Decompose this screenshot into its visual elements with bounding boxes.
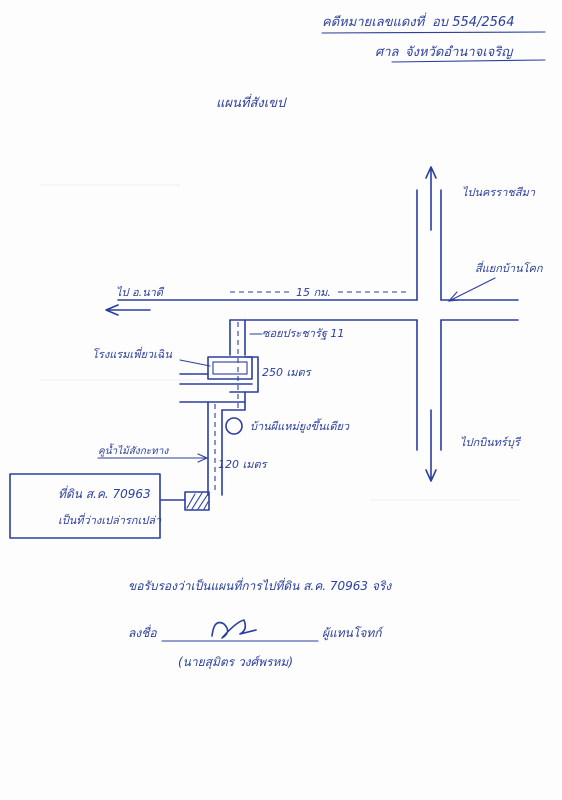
soi-label: ซอยประชารัฐ 11: [262, 327, 344, 340]
intersection-pointer: [447, 277, 496, 302]
road-label-west: ไป อ.นาดี: [116, 286, 165, 299]
handwritten-signature: [211, 619, 257, 639]
canal-label: คูน้ำไม้สังกะทาง: [98, 443, 169, 457]
north-arrow: [425, 166, 437, 231]
plot-info-box: [9, 473, 161, 539]
distance-soi: 250 เมตร: [262, 366, 313, 379]
plot-parcel: [184, 491, 210, 511]
road-label-south: ไปกบินทร์บุรี: [460, 436, 522, 449]
west-arrow: [105, 304, 151, 316]
court-label: ศาล: [375, 45, 400, 60]
distance-lane: 120 เมตร: [218, 458, 269, 471]
court-value: จังหวัดอำนาจเจริญ: [405, 45, 514, 60]
resort-building-inner: [212, 361, 248, 375]
plot-info-line2: เป็นที่ว่างเปล่ารกเปล่า: [58, 512, 162, 527]
south-arrow: [425, 409, 437, 482]
signatory-name: (นายสุมิตร วงศ์พรหม): [178, 655, 293, 670]
resort-access-lane: [179, 356, 259, 393]
village-marker: [225, 417, 243, 435]
village-label: บ้านผีแหม่ยูงขึ้นเดียว: [250, 418, 350, 433]
case-number-underline: [321, 31, 546, 34]
signature-role: ผู้แทนโจทก์: [322, 626, 385, 641]
court-underline: [391, 59, 546, 63]
lane-junction: [221, 401, 246, 411]
distance-main-road: 15 กม.: [296, 286, 331, 299]
road-label-north: ไปนครราชสีมา: [462, 186, 536, 199]
plot-hatching: [186, 492, 209, 510]
canal-pointer: [97, 453, 209, 463]
intersection-label: สี่แยกบ้านโคก: [475, 260, 544, 275]
resort-building: [207, 356, 253, 380]
case-number-label: คดีหมายเลขแดงที่: [322, 12, 427, 30]
map-title: แผนที่สังเขป: [216, 93, 287, 111]
case-number-value: อบ 554/2564: [432, 15, 514, 30]
lane-top-edge: [179, 391, 246, 403]
certification-text: ขอรับรองว่าเป็นแผนที่การไปที่ดิน ส.ค. 70…: [128, 577, 392, 593]
sign-label: ลงชื่อ: [128, 624, 157, 640]
plot-info-line1: ที่ดิน ส.ค. 70963: [58, 485, 151, 501]
resort-label: โรงแรมเพี่ยวเฉิน: [92, 346, 172, 361]
resort-pointer: [179, 359, 211, 367]
